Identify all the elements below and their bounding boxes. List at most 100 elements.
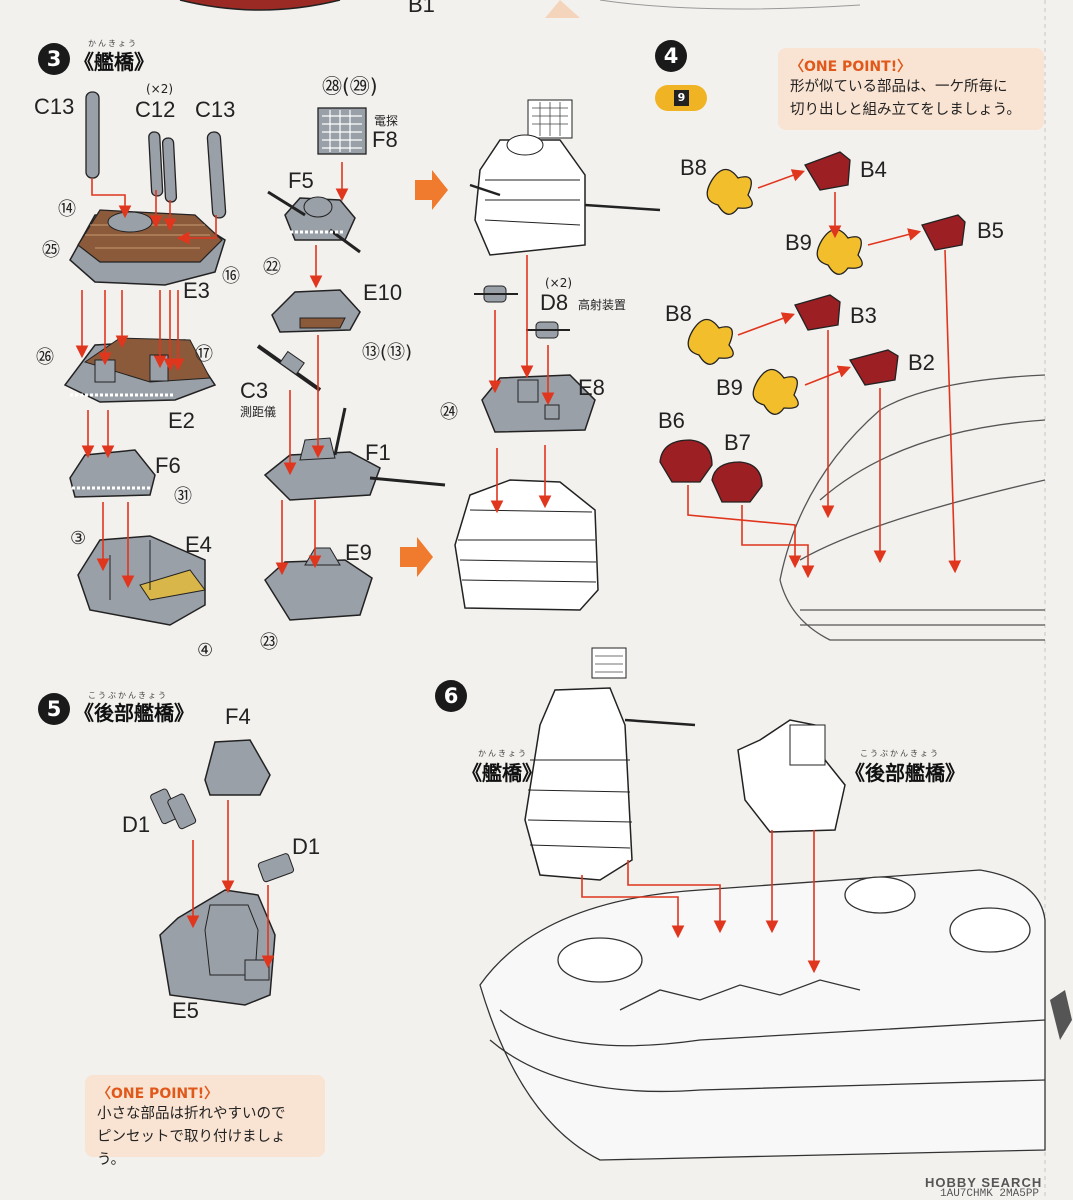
- part-d1-left: [150, 788, 197, 830]
- label-d8-qty: (×2): [545, 276, 573, 290]
- label-f8-nums: ㉘(㉙): [322, 74, 378, 98]
- shaft-b5: [921, 214, 966, 251]
- label-f8: F8: [372, 127, 398, 152]
- step5-ruby: こうぶかんきょう: [88, 691, 168, 700]
- label-e3: E3: [183, 278, 210, 303]
- callout-22: ㉒: [263, 257, 281, 278]
- step3-title: 《艦橋》: [74, 50, 154, 74]
- step4-onepoint-line2: 切り出しと組み立てをしましょう。: [790, 102, 1021, 118]
- label-e8: E8: [578, 375, 605, 400]
- callout-16: ⑯: [222, 266, 240, 287]
- shaft-b4: [804, 151, 851, 191]
- label-e2: E2: [168, 408, 195, 433]
- part-e8: [481, 374, 596, 433]
- callout-17: ⑰: [195, 344, 213, 365]
- assembled-bridge-tower: [524, 647, 696, 881]
- label-b3: B3: [850, 303, 877, 328]
- step5-onepoint-heading: 〈ONE POINT!〉: [97, 1086, 219, 1102]
- part-e10: [271, 289, 361, 333]
- label-d1-right: D1: [292, 834, 321, 859]
- step4-number: 4: [655, 40, 687, 72]
- label-e9: E9: [345, 540, 372, 565]
- header-b1-label: B1: [408, 0, 435, 17]
- step5-number: 5: [38, 693, 70, 725]
- step6-rear-label: 《後部艦橋》: [845, 761, 965, 785]
- label-e4: E4: [185, 532, 212, 557]
- part-c13-left: [85, 91, 100, 179]
- callout-24: ㉔: [440, 402, 458, 423]
- rudder-b7: [711, 461, 763, 503]
- label-d8: D8: [540, 290, 569, 315]
- ship-hull: [479, 869, 1046, 1161]
- callout-23: ㉓: [260, 632, 278, 653]
- label-b6: B6: [658, 408, 685, 433]
- watermark-code: 1AU7CHMK 2MA5PP: [940, 1188, 1040, 1200]
- propeller-b8-top: [706, 168, 753, 215]
- label-f1: F1: [365, 440, 391, 465]
- callout-26: ㉖: [36, 347, 54, 368]
- part-f6: [69, 449, 156, 498]
- label-f8-note: 電探: [374, 114, 399, 128]
- label-f5: F5: [288, 168, 314, 193]
- propeller-b9-top: [816, 228, 863, 275]
- label-b8-mid: B8: [665, 301, 692, 326]
- propeller-b9-mid: [752, 368, 799, 415]
- step6-rear-ruby: こうぶかんきょう: [860, 749, 940, 758]
- label-b5: B5: [977, 218, 1004, 243]
- step4-onepoint-line1: 形が似ている部品は、一ケ所毎に: [790, 79, 1008, 95]
- callout-3: ③: [70, 528, 87, 549]
- bridge-upper-assembled: [469, 99, 661, 256]
- label-b9-top: B9: [785, 230, 812, 255]
- step5-onepoint-box: 〈ONE POINT!〉 小さな部品は折れやすいので ピンセットで取り付けましょ…: [85, 1075, 325, 1168]
- label-c13-right: C13: [195, 97, 236, 122]
- label-d8-note: 高射装置: [578, 298, 627, 312]
- part-f1: [263, 407, 446, 501]
- label-e10: E10: [363, 280, 403, 305]
- step4-badge: 9: [655, 85, 707, 111]
- rudder-b6: [659, 439, 713, 483]
- step4-badge-number: 9: [674, 90, 689, 106]
- part-c3: [256, 344, 322, 392]
- step4-onepoint-box: 〈ONE POINT!〉 形が似ている部品は、一ケ所毎に 切り出しと組み立てをし…: [778, 48, 1044, 130]
- step6-number: 6: [435, 680, 467, 712]
- label-c3: C3: [240, 378, 269, 403]
- label-f6: F6: [155, 453, 181, 478]
- step3-number: 3: [38, 43, 70, 75]
- shaft-b3: [794, 294, 841, 331]
- watermark-brand: HOBBY SEARCH: [925, 1175, 1043, 1190]
- assembled-rear-bridge: [737, 719, 846, 833]
- step3-ruby: かんきょう: [88, 39, 138, 48]
- part-e4: [77, 535, 206, 626]
- part-f4: [204, 739, 271, 796]
- part-d8-b: [526, 321, 570, 339]
- part-e3: [69, 209, 226, 286]
- label-c13-left: C13: [34, 94, 75, 119]
- label-f4: F4: [225, 704, 251, 729]
- part-e5: [159, 889, 276, 1006]
- part-e2: [63, 337, 217, 403]
- label-b8-top: B8: [680, 155, 707, 180]
- callout-4: ④: [197, 640, 214, 661]
- label-e5: E5: [172, 998, 199, 1023]
- step6-bridge-label: 《艦橋》: [462, 761, 542, 785]
- part-d8-a: [474, 285, 518, 303]
- label-b4: B4: [860, 157, 887, 182]
- label-b2: B2: [908, 350, 935, 375]
- step6-bridge-ruby: かんきょう: [478, 749, 528, 758]
- callout-14: ⑭: [58, 199, 76, 220]
- propeller-b8-mid: [687, 318, 734, 365]
- label-b7: B7: [724, 430, 751, 455]
- step5-onepoint-line2: ピンセットで取り付けましょう。: [97, 1129, 286, 1168]
- part-f5: [267, 190, 361, 254]
- part-f8: [317, 107, 367, 155]
- part-d1-right: [257, 853, 295, 883]
- label-c12: C12: [135, 97, 176, 122]
- callout-13: ⑬(⑬): [362, 342, 413, 363]
- callout-25: ㉕: [42, 240, 60, 261]
- shaft-b2: [848, 349, 899, 386]
- step5-title: 《後部艦橋》: [74, 701, 194, 725]
- part-e9: [264, 547, 373, 621]
- label-c12-qty: (×2): [146, 82, 174, 96]
